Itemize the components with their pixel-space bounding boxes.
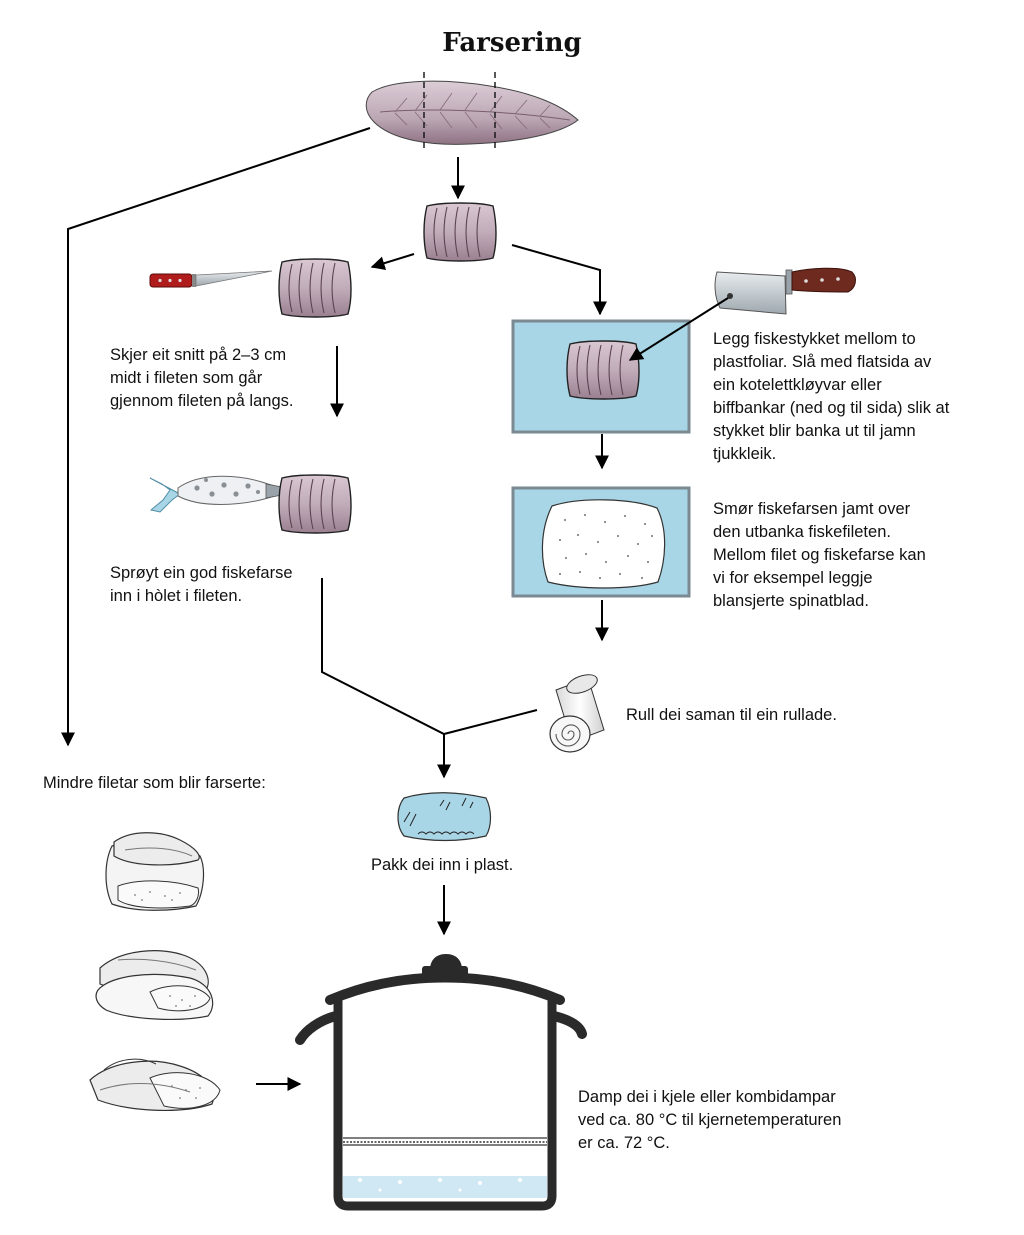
step-cut-slit-text: Skjer eit snitt på 2–3 cm midt i fileten… [110,344,293,413]
fish-piece-icon-filled [278,474,352,534]
text-line: stykket blir banka ut til jamn [713,422,916,440]
step-roll-text: Rull dei saman til ein rullade. [626,704,837,727]
step-flatten-text: Legg fiskestykket mellom to plastfoliar.… [713,328,949,466]
text-line: er ca. 72 °C. [578,1134,670,1152]
text-line: Pakk dei inn i plast. [371,856,514,874]
text-line: gjennom fileten på langs. [110,392,294,410]
arrow-block-to-right [511,244,607,316]
merge-line [321,578,538,736]
plastic-wrap-icon [397,792,492,842]
pot-icon [295,954,587,1211]
step-steam-text: Damp dei i kjele eller kombidampar ved c… [578,1086,841,1155]
text-line: ein kotelettkløyvar eller [713,376,882,394]
text-line: Sprøyt ein god fiskefarse [110,564,293,582]
text-line: tjukkleik. [713,445,777,463]
text-line: Mellom filet og fiskefarse kan [713,546,926,564]
step-pipe-farce-text: Sprøyt ein god fiskefarse inn i hòlet i … [110,562,293,608]
text-line: den utbanka fiskefileten. [713,523,891,541]
text-line: ved ca. 80 °C til kjernetemperaturen [578,1111,842,1129]
small-fillets-label: Mindre filetar som blir farserte: [43,772,266,795]
text-line: biffbankar (ned og til sida) slik at [713,399,950,417]
text-line: Mindre filetar som blir farserte: [43,774,266,792]
knife-icon [149,270,273,288]
step-spread-farce-text: Smør fiskefarsen jamt over den utbanka f… [713,498,926,613]
text-line: midt i fileten som går [110,369,263,387]
text-line: vi for eksempel leggje [713,569,873,587]
small-fillet-icon-2 [95,950,214,1020]
step-wrap-text: Pakk dei inn i plast. [371,854,513,877]
text-line: Rull dei saman til ein rullade. [626,706,837,724]
fish-piece-icon-left [278,258,352,318]
text-line: Smør fiskefarsen jamt over [713,500,911,518]
roulade-icon [549,674,605,753]
fish-piece-icon [423,202,497,262]
text-line: plastfoliar. Slå med flatsida av [713,353,932,371]
text-line: blansjerte spinatblad. [713,592,869,610]
small-fillet-icon-3 [89,1058,221,1111]
text-line: Skjer eit snitt på 2–3 cm [110,346,287,364]
arrow-cleaver-to-fish [628,297,729,361]
cleaver-icon [714,267,856,315]
text-line: Legg fiskestykket mellom to [713,330,916,348]
diagram-title: Farsering [442,28,582,58]
text-line: inn i hòlet i fileten. [110,587,243,605]
piping-bag-icon [149,475,283,513]
foil-panel-farce [511,486,691,598]
foil-panel-flatten [511,319,691,434]
arrow-block-to-left [370,253,415,270]
text-line: Damp dei i kjele eller kombidampar [578,1088,836,1106]
flow-lines [61,127,609,1091]
small-fillet-icon-1 [105,832,205,911]
line-to-small-fillets [61,127,371,747]
fish-fillet-icon [365,72,579,150]
